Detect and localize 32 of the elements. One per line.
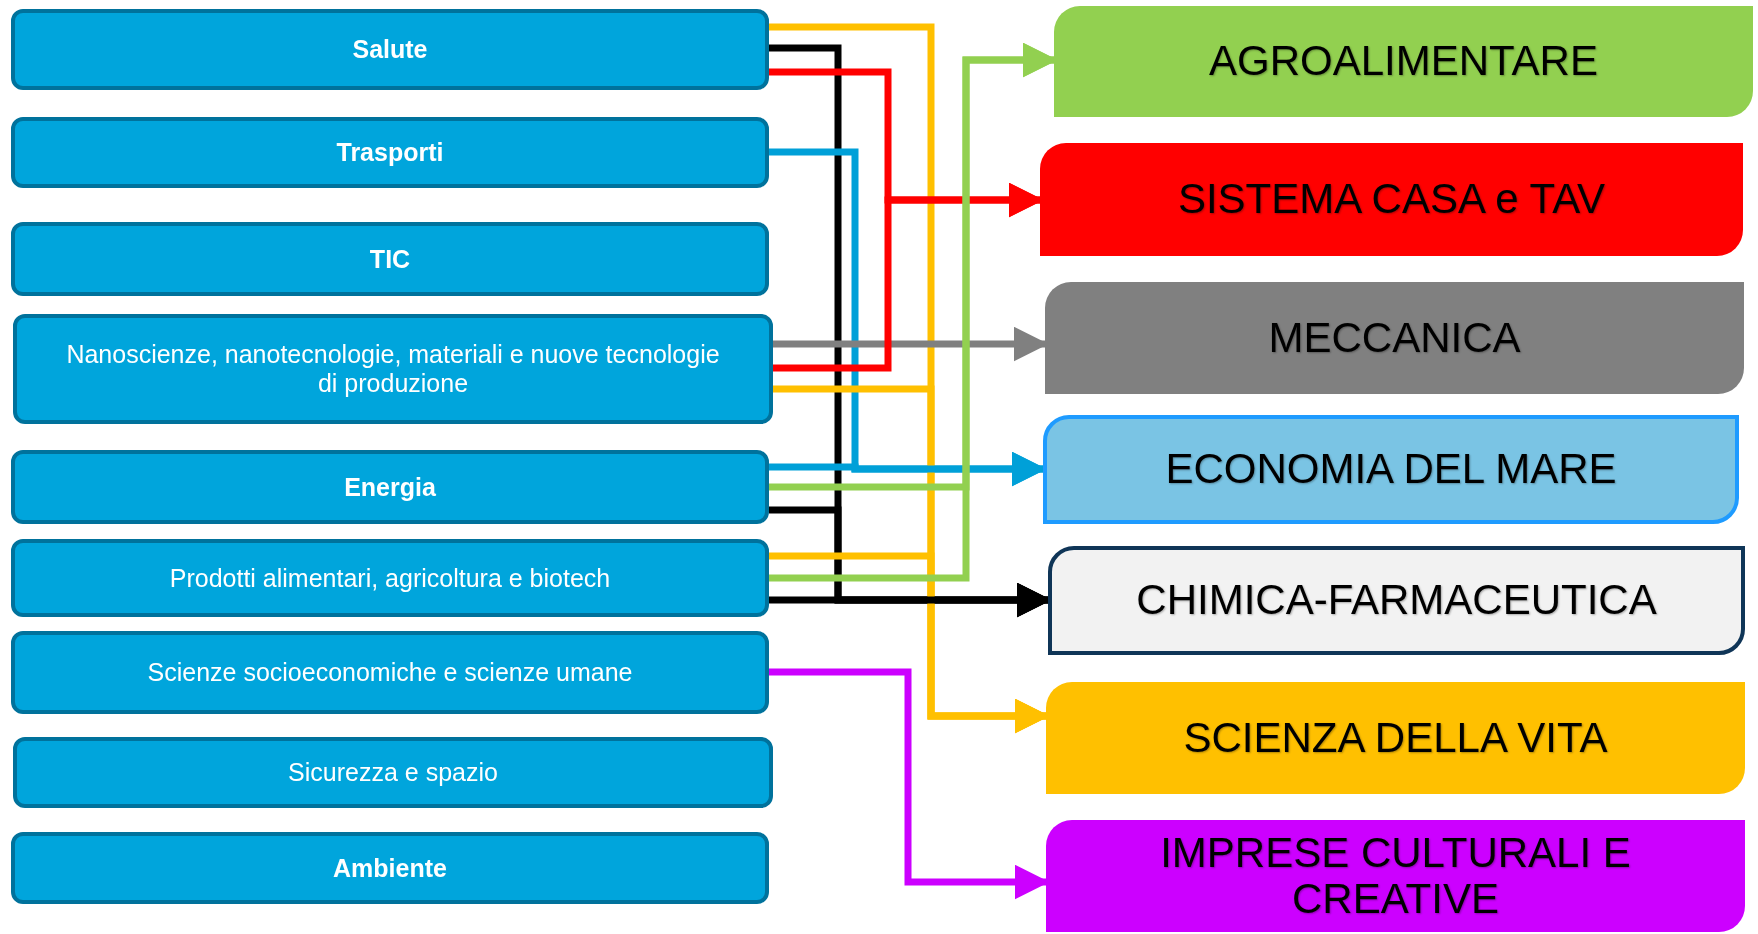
sector-box	[1048, 546, 1745, 655]
topic-box	[11, 117, 769, 188]
sector-label: MECCANICA	[1268, 314, 1521, 362]
topic-box	[11, 9, 769, 90]
topic-box	[11, 222, 769, 296]
sector-label: ECONOMIA DEL MARE	[1165, 446, 1617, 493]
sector-box	[1043, 415, 1739, 524]
topic-label: Salute	[352, 35, 428, 64]
topic-box	[11, 631, 769, 714]
topic-label: Energia	[344, 472, 436, 502]
sector-label: CHIMICA-FARMACEUTICA	[1136, 577, 1657, 624]
topic-label: TIC	[369, 244, 411, 274]
sector-box	[1045, 282, 1744, 394]
topic-label: Trasporti	[336, 138, 444, 167]
sector-box	[1046, 820, 1745, 932]
sector-label: IMPRESE CULTURALI E CREATIVE	[1159, 829, 1632, 923]
sector-label: SCIENZA DELLA VITA	[1183, 714, 1608, 762]
sector-box	[1040, 143, 1743, 256]
sector-box	[1054, 6, 1753, 117]
sector-label: AGROALIMENTARE	[1209, 38, 1598, 85]
sector-label: SISTEMA CASA e TAV	[1177, 176, 1606, 223]
sector-box	[1046, 682, 1745, 794]
topic-box	[11, 450, 769, 524]
topic-label: Prodotti alimentari, agricoltura e biotech	[169, 563, 611, 593]
topic-label: Nanoscienze, nanotecnologie, materiali e nuove tecnologie di produzione	[65, 340, 721, 398]
topic-label: Sicurezza e spazio	[288, 758, 498, 787]
topic-box	[13, 737, 773, 808]
topic-label: Ambiente	[333, 853, 447, 883]
topic-box	[11, 832, 769, 904]
topic-label: Scienze socioeconomiche e scienze umane	[147, 658, 633, 687]
topic-box	[11, 539, 769, 617]
topic-box	[13, 314, 773, 424]
